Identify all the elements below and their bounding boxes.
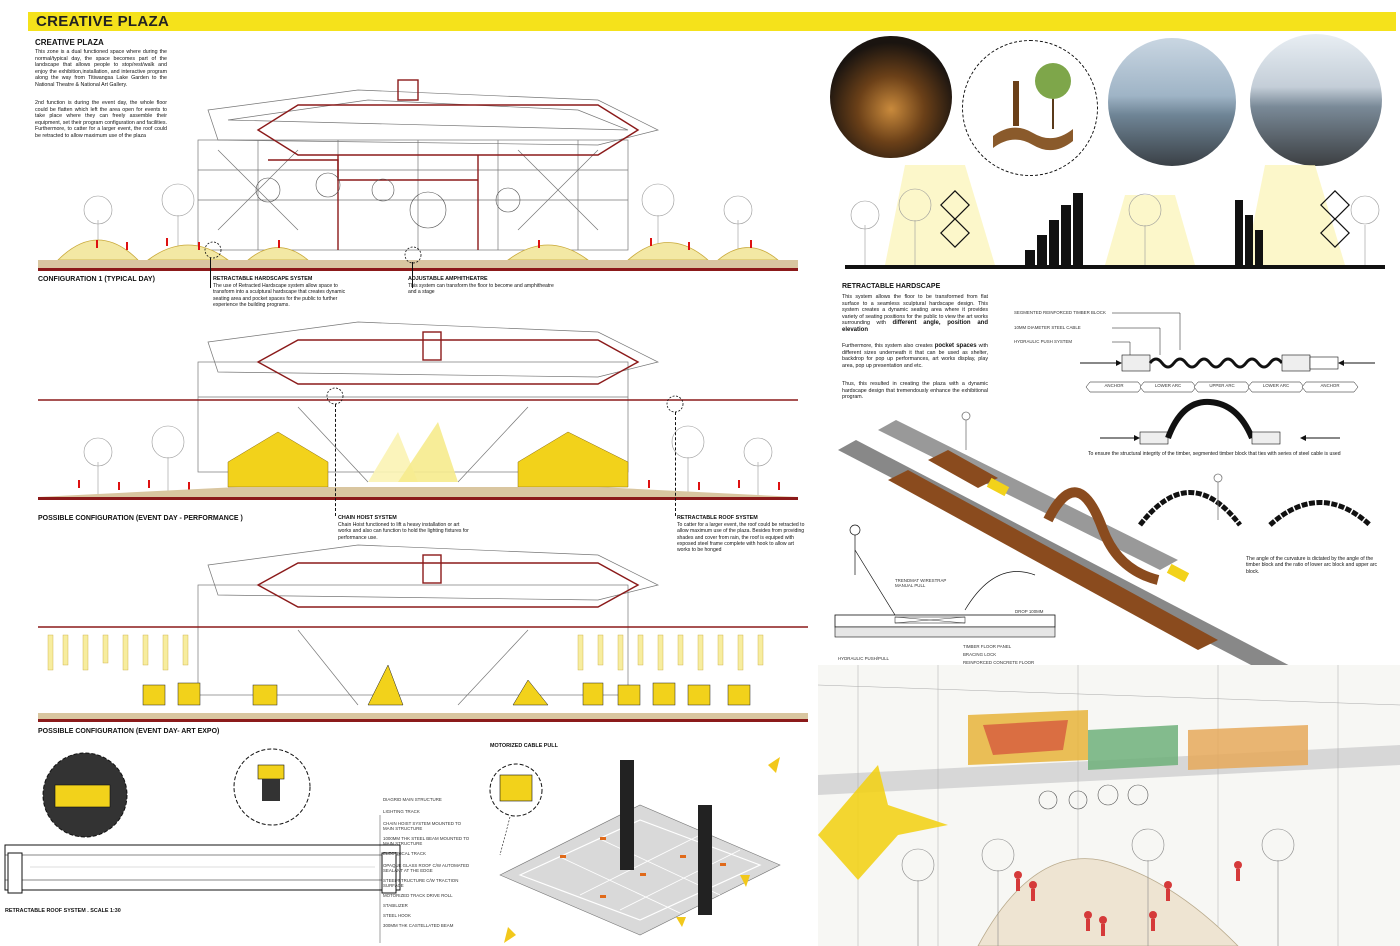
callout-line-hardscape: [210, 258, 211, 288]
motorized-cable-pull-label: MOTORIZED CABLE PULL: [490, 743, 558, 749]
precedent-photo-1: [830, 36, 952, 158]
roof-section-detail: [4, 748, 781, 943]
legend-item: CHAIN HOIST SYSTEM MOUNTED TO MAIN STRUC…: [383, 821, 462, 831]
callout-line-amphitheatre: [412, 262, 413, 288]
legend-item: 300MM THK CASTELLATED BEAM: [383, 923, 454, 928]
legend-item: STEEL HOOK: [383, 913, 411, 918]
segment-lower-arc-right: LOWER ARC: [1262, 383, 1290, 388]
hardscape-para2-emphasis: pocket spaces: [934, 343, 977, 349]
hardscape-para2-text-c: with different sizes underneath it that …: [842, 343, 988, 369]
hardscape-paragraph-2: Furthermore, this system also creates po…: [842, 343, 988, 369]
legend-item: OPAQUE GLASS ROOF C/W AUTOMATED SEALANT …: [383, 863, 470, 873]
section-label-bracing-lock: BRACING LOCK: [963, 652, 997, 657]
callout-hardscape-text: The use of Retracted Hardscape system al…: [213, 283, 346, 308]
section-drawing-performance: [38, 321, 798, 500]
intro-paragraph-2: 2nd function is during the event day, th…: [35, 100, 167, 139]
integrity-note: To ensure the structural integrity of th…: [1088, 451, 1341, 457]
segment-anchor-left: ANCHOR: [1104, 383, 1124, 388]
legend-item: STABILIZER: [383, 903, 408, 908]
legend-item: STEEL STRUCTURE C/W TRACTION SURFACE: [383, 878, 459, 888]
section-label-hydraulic-pushpull: HYDRAULIC PUSH/PULL: [838, 656, 889, 661]
legend-item: DIAGRID MAIN STRUCTURE: [383, 797, 442, 802]
legend-item: ELECTRICAL TRACK: [383, 851, 426, 856]
callout-hoist-text: Chain Hoist functioned to lift a heavy i…: [338, 522, 469, 541]
plaza-perspective-render: [817, 665, 1400, 946]
configuration-2-label: POSSIBLE CONFIGURATION (EVENT DAY - PERF…: [38, 515, 243, 522]
diagram-label-steel-cable: 10MM DIAMETER STEEL CABLE: [1014, 325, 1081, 330]
roof-legend: DIAGRID MAIN STRUCTURE LIGHTING TRACK CH…: [383, 797, 471, 928]
section-label-concrete-floor: REINFORCED CONCRETE FLOOR: [963, 660, 1035, 665]
callout-roof-title: RETRACTABLE ROOF SYSTEM: [677, 515, 758, 521]
callout-hoist-title: CHAIN HOIST SYSTEM: [338, 515, 397, 521]
callout-roof-text: To catter for a larger event, the roof c…: [677, 522, 805, 554]
hardscape-heading: RETRACTABLE HARDSCAPE: [842, 283, 941, 290]
floor-section-detail: [834, 524, 1056, 638]
segment-anchor-right: ANCHOR: [1320, 383, 1340, 388]
section-drawing-typical-day: [38, 79, 798, 271]
diagram-label-timber-block: SEGMENTED REINFORCED TIMBER BLOCK: [1014, 310, 1106, 315]
page-title: CREATIVE PLAZA: [36, 13, 170, 30]
legend-item: MOTORIZED TRACK DRIVE ROLL: [383, 893, 453, 898]
section-label-wirestrap: TRENDMAT WIRESTRAP MANUAL PULL: [895, 578, 947, 588]
precedent-photo-4: [1250, 34, 1382, 166]
configuration-1-label: CONFIGURATION 1 (TYPICAL DAY): [38, 276, 155, 283]
curvature-examples: [1138, 490, 1372, 527]
callout-line-hoist: [335, 404, 336, 516]
intro-heading: CREATIVE PLAZA: [35, 38, 104, 47]
title-banner: [28, 12, 1396, 31]
diagram-label-hydraulic: HYDRAULIC PUSH SYSTEM: [1014, 339, 1073, 344]
hardscape-para1-emphasis: different angle, position and elevation: [842, 320, 988, 333]
callout-amphitheatre-title: ADJUSTABLE AMPHITHEATRE: [408, 276, 488, 282]
hardscape-paragraph-3: Thus, this resulted in creating the plaz…: [842, 381, 988, 401]
timber-block-diagram: [1080, 312, 1375, 445]
legend-item: 1000MM THK STEEL BEAM MOUNTED TO MAIN ST…: [383, 836, 470, 846]
hardscape-elevation-strip: [845, 165, 1385, 269]
section-label-drop: DROP 100MM: [1015, 609, 1044, 614]
intro-paragraph-1: This zone is a dual functioned space whe…: [35, 49, 167, 88]
precedent-photo-2: [962, 40, 1098, 176]
hardscape-para1-text: This system allows the floor to be trans…: [842, 294, 988, 327]
configuration-3-label: POSSIBLE CONFIGURATION (EVENT DAY- ART E…: [38, 728, 220, 735]
bench-tree-illustration: [993, 63, 1073, 151]
section-drawing-art-expo: [38, 544, 808, 722]
section-label-timber-panel: TIMBER FLOOR PANEL: [963, 644, 1012, 649]
legend-item: LIGHTING TRACK: [383, 809, 420, 814]
curvature-note: The angle of the curvature is dictated b…: [1246, 556, 1378, 575]
segment-upper-arc: UPPER ARC: [1209, 383, 1235, 388]
segment-lower-arc-left: LOWER ARC: [1154, 383, 1182, 388]
precedent-photo-3: [1108, 38, 1236, 166]
hardscape-isometric: [838, 411, 1298, 680]
hardscape-paragraph-1: This system allows the floor to be trans…: [842, 294, 988, 334]
callout-line-roof: [675, 412, 676, 516]
callout-hardscape-title: RETRACTABLE HARDSCAPE SYSTEM: [213, 276, 313, 282]
callout-amphitheatre-text: This system can transform the floor to b…: [408, 283, 554, 296]
hardscape-para2-text-a: Furthermore, this system also creates: [842, 343, 935, 349]
roof-system-title: RETRACTABLE ROOF SYSTEM . SCALE 1:30: [5, 908, 121, 914]
